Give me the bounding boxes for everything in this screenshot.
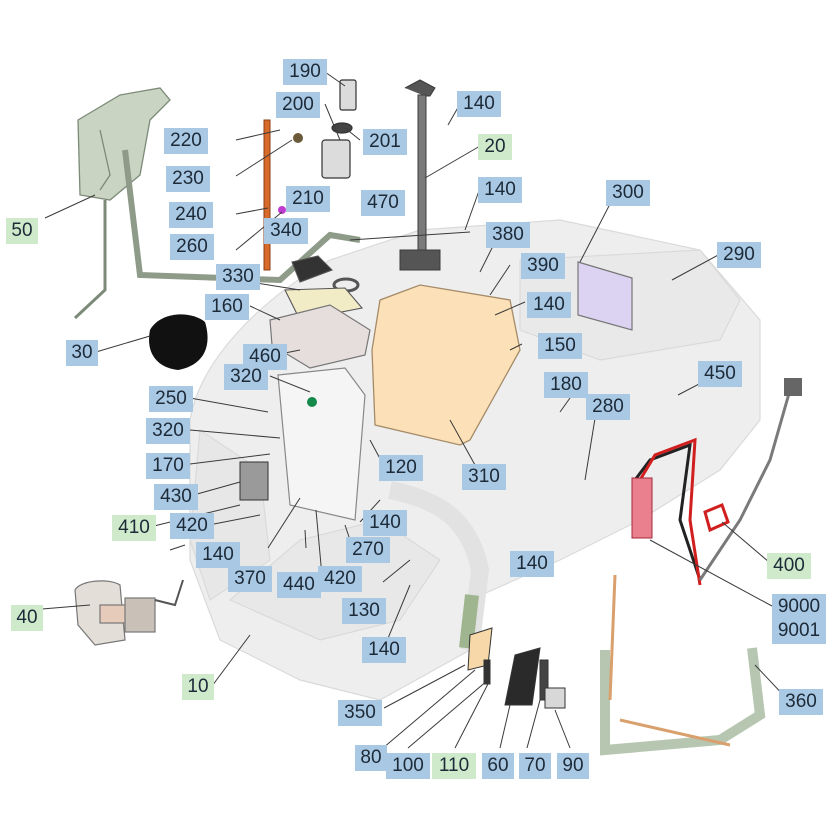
callout-370: 370: [228, 566, 272, 592]
callout-390: 390: [521, 253, 565, 279]
callout-140: 140: [363, 510, 407, 536]
callout-250: 250: [149, 386, 193, 412]
callout-210: 210: [286, 186, 330, 212]
callout-190: 190: [283, 59, 327, 85]
callout-9000-9001: 9000 9001: [772, 594, 826, 644]
clip-part-400: [703, 503, 730, 533]
callout-40: 40: [11, 605, 43, 631]
callout-70: 70: [519, 753, 551, 779]
frame-part-360: [600, 647, 766, 756]
callout-430: 430: [154, 484, 198, 510]
callout-140: 140: [478, 177, 522, 203]
callout-470: 470: [361, 190, 405, 216]
wire-harness-part-9000: [631, 378, 802, 586]
callout-110: 110: [432, 753, 476, 779]
callout-100: 100: [386, 753, 430, 779]
callout-310: 310: [462, 464, 506, 490]
callout-180: 180: [544, 372, 588, 398]
callout-50: 50: [6, 218, 38, 244]
panel-part-320: [277, 367, 366, 521]
callout-420: 420: [170, 513, 214, 539]
callout-380: 380: [486, 222, 530, 248]
callout-400: 400: [767, 553, 811, 579]
callout-320: 320: [224, 364, 268, 390]
rod-part-240: [263, 119, 303, 271]
callout-201: 201: [363, 129, 407, 155]
callout-130: 130: [342, 598, 386, 624]
callout-120: 120: [379, 455, 423, 481]
callout-410: 410: [112, 515, 156, 541]
callout-230: 230: [166, 166, 210, 192]
callout-450: 450: [698, 361, 742, 387]
callout-440: 440: [277, 572, 321, 598]
callout-90: 90: [557, 753, 589, 779]
callout-170: 170: [146, 453, 190, 479]
callout-80: 80: [355, 745, 387, 771]
callout-10: 10: [182, 674, 214, 700]
callout-240: 240: [169, 202, 213, 228]
callout-20: 20: [478, 134, 512, 160]
callout-270: 270: [346, 537, 390, 563]
callout-340: 340: [264, 218, 308, 244]
small-parts: [467, 627, 566, 709]
callout-420: 420: [318, 566, 362, 592]
callout-140: 140: [457, 91, 501, 117]
callout-220: 220: [164, 128, 208, 154]
callout-140: 140: [362, 637, 406, 663]
callout-320: 320: [146, 418, 190, 444]
handle-part-20: [399, 79, 441, 271]
frame-part-50: [73, 87, 361, 320]
pump-part-40: [74, 579, 184, 646]
hose-part-350: [388, 481, 490, 652]
callout-140: 140: [510, 551, 554, 577]
callout-260: 260: [170, 234, 214, 260]
callout-350: 350: [338, 700, 382, 726]
callout-30: 30: [66, 340, 98, 366]
grille-part-430: [239, 461, 269, 501]
green-indicator: [307, 397, 317, 407]
cover-part-300: [577, 261, 633, 331]
switch-assembly: [321, 79, 357, 179]
callout-360: 360: [779, 689, 823, 715]
callout-140: 140: [527, 292, 571, 318]
callout-150: 150: [538, 333, 582, 359]
cap-part-30: [149, 314, 208, 370]
callout-280: 280: [586, 394, 630, 420]
callout-330: 330: [216, 264, 260, 290]
callout-140: 140: [196, 542, 240, 568]
callout-60: 60: [482, 753, 514, 779]
callout-300: 300: [606, 180, 650, 206]
callout-290: 290: [717, 242, 761, 268]
callout-160: 160: [205, 294, 249, 320]
callout-200: 200: [276, 92, 320, 118]
tank-part-150: [371, 284, 521, 446]
